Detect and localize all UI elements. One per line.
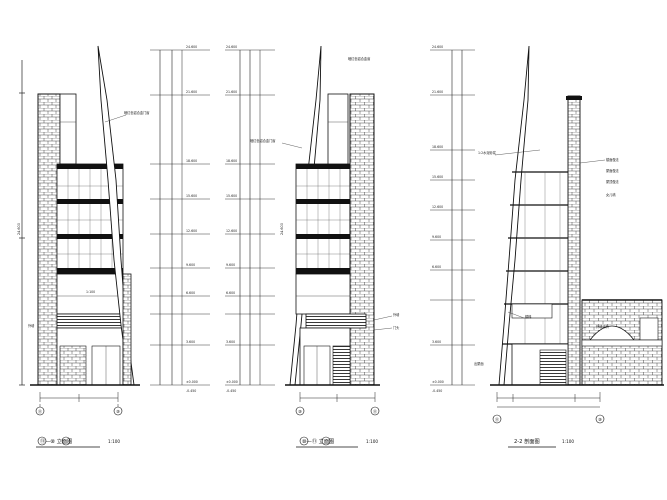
axis-bubble-3l: [492, 414, 502, 424]
note-2b: 暗红色铝合金窗: [348, 56, 370, 61]
axis-label-2r: ⑪: [373, 408, 378, 415]
floor-bands: [57, 164, 123, 274]
brick-pier-right: [349, 93, 375, 386]
level-3-6: 6.600: [432, 265, 441, 269]
axis-label-1l: ⑪: [38, 408, 43, 415]
axis-label-3l: ⑪: [495, 416, 500, 423]
note-3e: 女儿墙: [606, 192, 616, 197]
level-2-3: 15.600: [226, 194, 237, 198]
level-ladder-1: 24.600 21.600 18.600 15.600 12.600 9.600…: [150, 45, 210, 393]
signage-band-2: [305, 313, 367, 329]
axis-label-2l: ⑩: [298, 409, 302, 414]
level-1-6: 6.600: [186, 291, 195, 295]
level-1-5: 9.600: [186, 263, 195, 267]
section-drawing-3: 24.600 21.600 18.600 15.600 12.600 9.600…: [430, 45, 664, 448]
level-2-4: 12.600: [226, 229, 237, 233]
level-1-0: 24.600: [186, 45, 197, 49]
level-3-7: 3.600: [432, 340, 441, 344]
sail-fin-3: [498, 45, 530, 386]
floor-bands-2: [296, 164, 362, 274]
note-3h: 外墙涂料: [596, 324, 610, 329]
level-2-2: 18.600: [226, 159, 237, 163]
level-3-3: 15.600: [432, 175, 443, 179]
level-3-2: 18.600: [432, 145, 443, 149]
note-3d: 屋顶做法: [606, 179, 619, 184]
axis-bubble-2l: [295, 406, 305, 416]
level-2-7: 3.600: [226, 340, 235, 344]
total-height-label-1: 24.600: [17, 223, 21, 235]
level-1-3: 15.600: [186, 194, 197, 198]
axis-label-3r: ⑩: [598, 417, 602, 422]
stair: [539, 349, 567, 386]
drawing-scale-3: 1:100: [562, 439, 574, 444]
level-3-4: 12.600: [432, 205, 443, 209]
level-1-9: -0.450: [186, 389, 196, 393]
elevation-drawing-1: 24.600 暗: [17, 45, 210, 448]
level-1-4: 12.600: [186, 229, 197, 233]
level-2-6: 6.600: [226, 291, 235, 295]
axis-bubble-1l: [35, 406, 45, 416]
level-2-1: 21.600: [226, 90, 237, 94]
elevation-drawing-2: 24.600 21.600 18.600 15.600 12.600 9.600…: [225, 45, 400, 448]
level-1-2: 18.600: [186, 159, 197, 163]
note-3b: 楼面做法: [606, 157, 619, 162]
axis-label-1r: ⑩: [116, 409, 120, 414]
drawing-scale-1: 1:100: [108, 439, 120, 444]
note-1b: 1:100: [86, 290, 95, 294]
level-1-1: 21.600: [186, 90, 197, 94]
level-3-9: -0.450: [432, 389, 442, 393]
axis-bubble-3r: [595, 414, 605, 424]
level-2-0: 24.600: [226, 45, 237, 49]
drawing-title-2: ⑩—⑪ 立面图: [302, 437, 334, 445]
core-wall: [567, 95, 581, 386]
level-3-0: 24.600: [432, 45, 443, 49]
axis-bubble-1r: [113, 406, 123, 416]
level-2-8: ±0.000: [226, 380, 238, 384]
level-1-7: 3.600: [186, 340, 195, 344]
total-height-label-2: 24.600: [280, 223, 284, 235]
note-2a: 暗红色铝合金门窗: [250, 138, 276, 143]
note-3g: 出屋面: [474, 361, 484, 366]
drawing-title-3: 2-2 剖面图: [514, 437, 540, 445]
note-1c: 外墙: [28, 323, 35, 328]
level-ladder-2: 24.600 21.600 18.600 15.600 12.600 9.600…: [225, 45, 275, 393]
note-1a: 暗红色铝合金门窗: [124, 110, 150, 115]
level-2-5: 9.600: [226, 263, 235, 267]
note-2d: 门头: [393, 325, 400, 330]
note-2c: 外墙: [393, 312, 400, 317]
note-3c: 屋面做法: [606, 168, 619, 173]
level-ladder-3: 24.600 21.600 18.600 15.600 12.600 9.600…: [430, 45, 475, 393]
signage-band: [56, 313, 124, 329]
level-3-8: ±0.000: [432, 380, 444, 384]
level-2-9: -0.450: [226, 389, 236, 393]
level-3-5: 9.600: [432, 235, 441, 239]
axis-bubble-2r: [370, 406, 380, 416]
note-3a: 1:2水泥砂浆: [478, 150, 497, 155]
drawing-scale-2: 1:100: [366, 439, 378, 444]
note-3f: 楼梯: [525, 314, 532, 319]
level-1-8: ±0.000: [186, 380, 198, 384]
drawing-title-1: ⑪—⑩ 立面图: [40, 437, 72, 445]
level-3-1: 21.600: [432, 90, 443, 94]
